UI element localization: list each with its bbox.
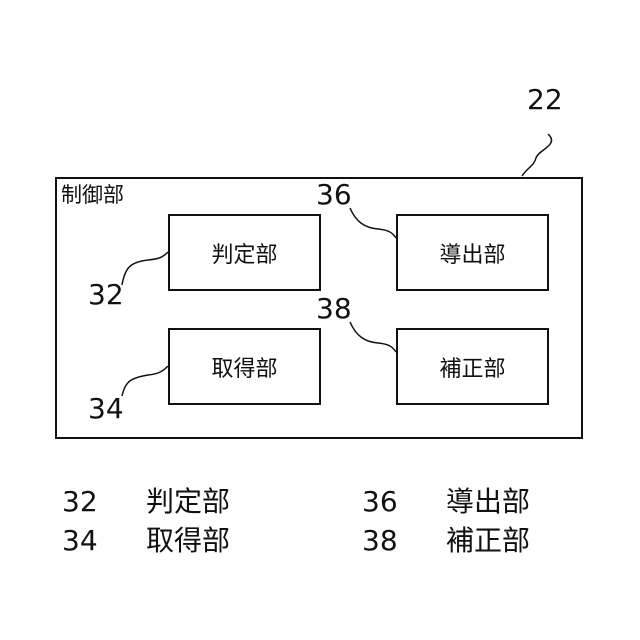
judgment-unit-ref: 32 <box>88 281 124 309</box>
legend-ref-2: 34 <box>62 527 98 555</box>
controller-title: 制御部 <box>61 185 124 206</box>
acquisition-unit-box: 取得部 <box>168 328 321 405</box>
legend-ref-3: 36 <box>362 488 398 516</box>
acquisition-unit-label: 取得部 <box>211 351 277 383</box>
correction-unit-box: 補正部 <box>396 328 549 405</box>
correction-unit-label: 補正部 <box>439 351 505 383</box>
legend-ref-4: 38 <box>362 527 398 555</box>
derivation-unit-ref: 36 <box>316 181 352 209</box>
legend-label-1: 判定部 <box>146 488 230 516</box>
correction-unit-ref: 38 <box>316 295 352 323</box>
legend-label-3: 導出部 <box>446 488 530 516</box>
figure-ref-label: 22 <box>527 86 563 114</box>
judgment-unit-label: 判定部 <box>211 237 277 269</box>
acquisition-unit-ref: 34 <box>88 395 124 423</box>
derivation-unit-label: 導出部 <box>439 237 505 269</box>
leader-line-22 <box>522 134 552 176</box>
legend-ref-1: 32 <box>62 488 98 516</box>
legend-label-2: 取得部 <box>146 527 230 555</box>
derivation-unit-box: 導出部 <box>396 214 549 291</box>
legend-label-4: 補正部 <box>446 527 530 555</box>
judgment-unit-box: 判定部 <box>168 214 321 291</box>
